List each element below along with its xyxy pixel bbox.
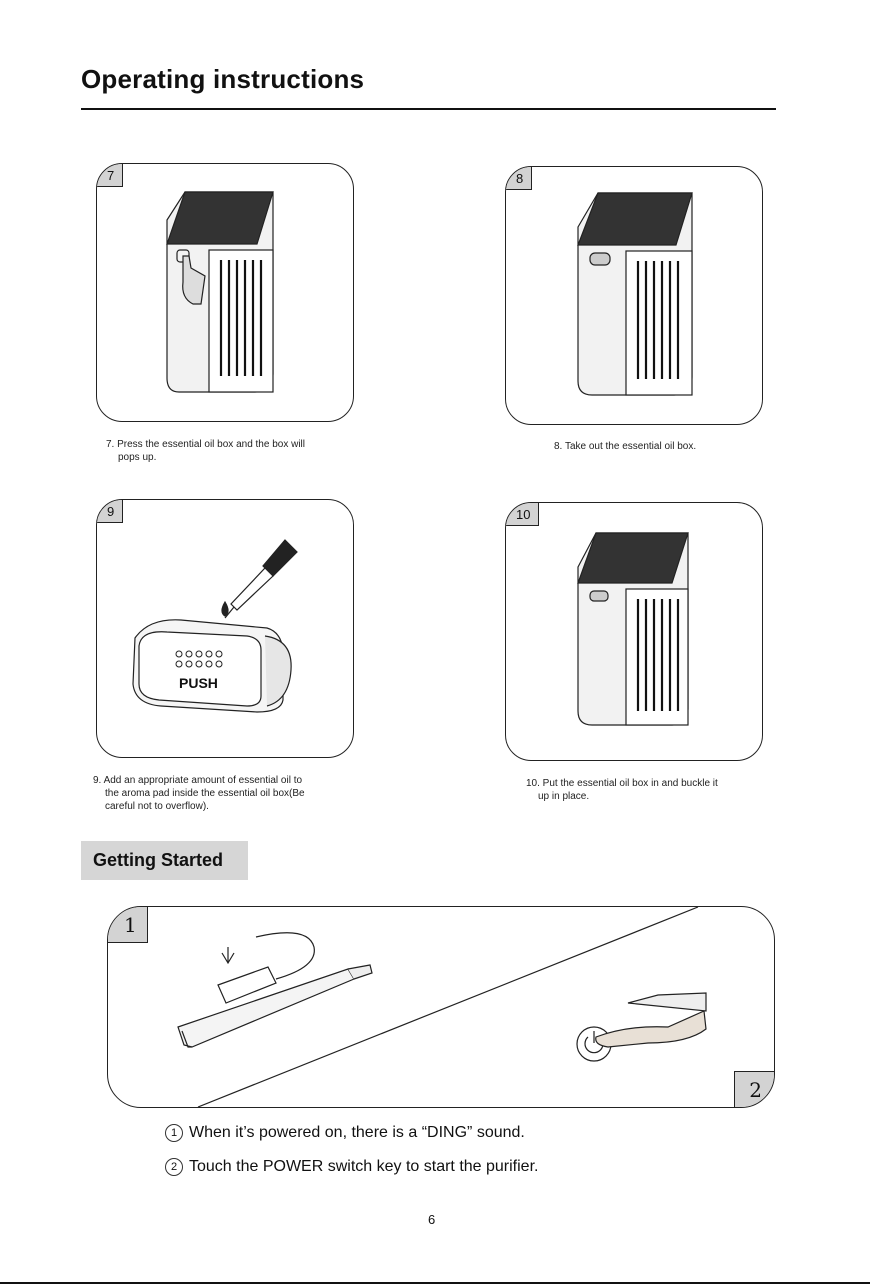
step-8-caption: 8. Take out the essential oil box.: [554, 440, 774, 453]
step-7-number: 7: [97, 164, 124, 187]
step-8-number: 8: [506, 167, 533, 190]
page-bottom-divider: [0, 1282, 870, 1284]
page-number: 6: [428, 1212, 436, 1227]
purifier-press-illustration: [166, 191, 274, 393]
step-9-caption-line: 9. Add an appropriate amount of essentia…: [93, 775, 303, 786]
section-heading: Getting Started: [81, 841, 248, 880]
step-10-number: 10: [506, 503, 540, 526]
note-text: Touch the POWER switch key to start the …: [189, 1158, 539, 1175]
push-label: PUSH: [179, 675, 218, 691]
oil-box-dropper-illustration: PUSH: [132, 539, 298, 713]
note-1: 1 When it’s powered on, there is a “DING”…: [165, 1124, 525, 1142]
step-9-number: 9: [97, 500, 124, 523]
getting-started-step-1: 1: [108, 907, 148, 943]
step-9-panel: 9 PUSH: [96, 499, 354, 758]
step-10-caption: 10. Put the essential oil box in and buc…: [526, 777, 776, 803]
step-7-caption-line: pops up.: [118, 452, 157, 463]
title-divider: [81, 108, 776, 110]
purifier-closed-illustration: [577, 532, 689, 726]
step-10-panel: 10: [505, 502, 763, 761]
step-9-caption-line: the aroma pad inside the essential oil b…: [105, 788, 305, 799]
step-9-caption-line: careful not to overflow).: [105, 801, 209, 812]
power-on-illustration: [177, 907, 707, 1107]
page-title: Operating instructions: [81, 64, 365, 94]
step-10-caption-line: up in place.: [538, 791, 590, 802]
note-2: 2 Touch the POWER switch key to start the…: [165, 1158, 538, 1176]
section-title: Getting Started: [93, 850, 224, 870]
step-9-caption: 9. Add an appropriate amount of essentia…: [93, 774, 363, 813]
circled-number: 2: [165, 1158, 183, 1176]
step-7-panel: 7: [96, 163, 354, 422]
step-10-caption-line: 10. Put the essential oil box in and buc…: [526, 778, 718, 789]
step-8-caption-line: 8. Take out the essential oil box.: [554, 441, 697, 452]
step-7-caption: 7. Press the essential oil box and the b…: [106, 438, 356, 464]
note-text: When it’s powered on, there is a “DING” …: [189, 1124, 525, 1141]
circled-number: 1: [165, 1124, 183, 1142]
purifier-open-illustration: [577, 192, 693, 396]
step-7-caption-line: 7. Press the essential oil box and the b…: [106, 439, 305, 450]
getting-started-panel: 1 2: [107, 906, 775, 1108]
step-8-panel: 8: [505, 166, 763, 425]
